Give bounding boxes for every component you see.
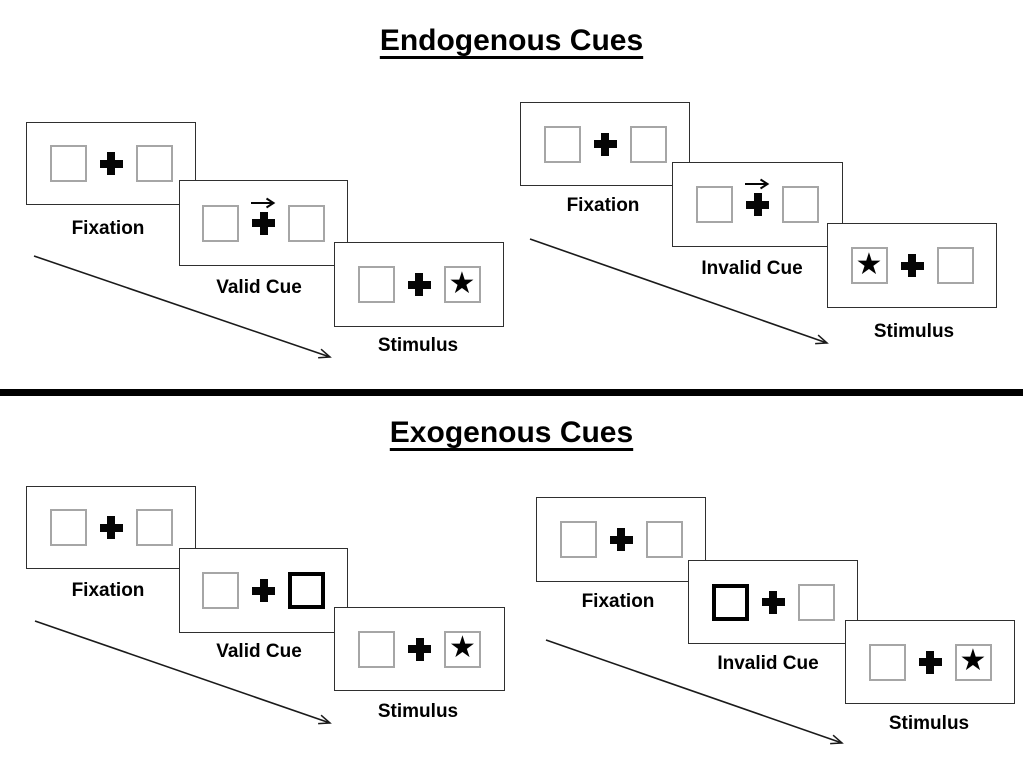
left-placeholder-box — [49, 509, 87, 546]
endogenous-invalid-fixation-panel — [520, 102, 690, 186]
fixation-label: Fixation — [71, 218, 145, 239]
invalid-cue-label: Invalid Cue — [717, 653, 819, 674]
left-placeholder-box — [868, 643, 906, 681]
left-placeholder-box — [202, 204, 239, 242]
left-placeholder-box — [358, 630, 395, 668]
right-placeholder-box — [797, 583, 835, 621]
endogenous-valid-cue-panel — [179, 180, 348, 266]
central-cue-group — [744, 178, 769, 216]
left-placeholder-box — [543, 125, 581, 163]
right-arrow-cue-icon — [250, 197, 275, 208]
endogenous-invalid-stimulus-panel: ★ — [827, 223, 997, 308]
valid-cue-label: Valid Cue — [216, 641, 302, 662]
fixation-cross-icon — [761, 590, 785, 614]
right-placeholder-box — [645, 521, 683, 558]
endogenous-valid-fixation-panel — [26, 122, 196, 205]
valid-cue-label: Valid Cue — [216, 277, 302, 298]
fixation-cross-icon — [407, 273, 431, 296]
endogenous-section-title: Endogenous Cues — [379, 24, 644, 57]
central-cue-group — [250, 197, 275, 235]
right-placeholder-box — [629, 125, 667, 163]
right-placeholder-box — [135, 145, 173, 182]
exogenous-invalid-cue-panel — [688, 560, 858, 644]
invalid-cue-label: Invalid Cue — [701, 258, 803, 279]
left-placeholder-box — [696, 186, 733, 223]
right-arrow-cue-icon — [744, 178, 769, 190]
right-placeholder-box — [782, 186, 819, 223]
endogenous-invalid-time-arrow — [529, 238, 829, 345]
left-placeholder-box — [357, 266, 395, 303]
fixation-cross-icon — [408, 637, 431, 661]
exogenous-valid-time-arrow — [34, 620, 332, 725]
right-target-box: ★ — [444, 630, 481, 668]
stimulus-label: Stimulus — [377, 335, 459, 356]
left-placeholder-box — [202, 572, 239, 609]
right-target-box: ★ — [954, 643, 992, 681]
exogenous-valid-fixation-panel — [26, 486, 196, 569]
target-star-icon: ★ — [448, 266, 476, 300]
exogenous-valid-cue-panel — [179, 548, 348, 633]
fixation-label: Fixation — [581, 591, 655, 612]
stimulus-label: Stimulus — [888, 713, 970, 734]
right-placeholder-box — [288, 204, 325, 242]
right-target-box: ★ — [443, 266, 481, 303]
target-star-icon: ★ — [959, 644, 987, 677]
exogenous-invalid-fixation-panel — [536, 497, 706, 582]
fixation-label: Fixation — [71, 580, 145, 601]
exogenous-section-title: Exogenous Cues — [389, 416, 634, 449]
fixation-cross-icon — [252, 579, 275, 602]
fixation-cross-icon — [593, 132, 617, 156]
left-placeholder-box — [559, 521, 597, 558]
exogenous-valid-stimulus-panel: ★ — [334, 607, 505, 691]
stimulus-label: Stimulus — [377, 701, 459, 722]
fixation-cross-icon — [609, 528, 633, 551]
fixation-label: Fixation — [566, 195, 640, 216]
left-highlighted-cue-box — [711, 583, 749, 621]
right-highlighted-cue-box — [288, 572, 325, 609]
fixation-cross-icon — [900, 254, 924, 277]
stimulus-label: Stimulus — [873, 321, 955, 342]
endogenous-invalid-cue-panel — [672, 162, 843, 247]
fixation-cross-icon — [918, 650, 942, 674]
fixation-cross-icon — [99, 152, 123, 175]
exogenous-invalid-stimulus-panel: ★ — [845, 620, 1015, 704]
endogenous-valid-stimulus-panel: ★ — [334, 242, 504, 327]
target-star-icon: ★ — [855, 247, 883, 281]
fixation-cross-icon — [99, 516, 123, 539]
section-divider — [0, 389, 1023, 396]
left-placeholder-box — [49, 145, 87, 182]
target-star-icon: ★ — [449, 631, 476, 664]
right-placeholder-box — [936, 247, 974, 284]
endogenous-valid-time-arrow — [33, 255, 332, 359]
left-target-box: ★ — [850, 247, 888, 284]
right-placeholder-box — [135, 509, 173, 546]
